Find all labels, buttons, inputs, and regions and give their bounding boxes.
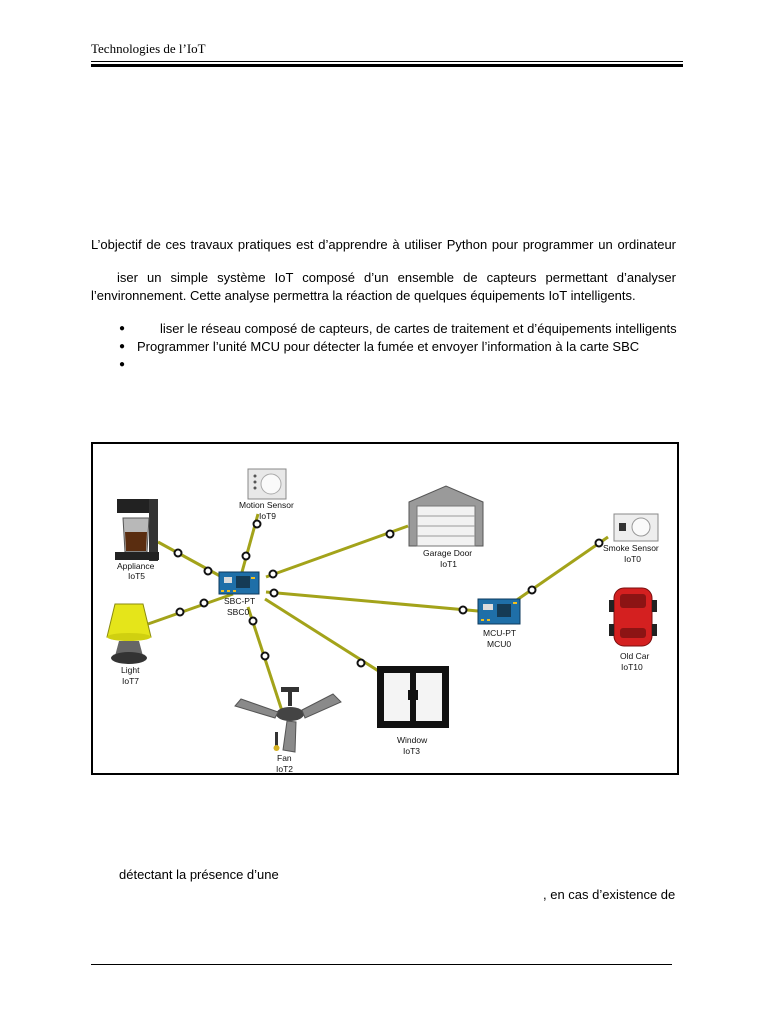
cable-sbc-window bbox=[264, 597, 389, 679]
coffee-machine-icon bbox=[115, 499, 159, 561]
lamp-icon bbox=[106, 603, 152, 664]
fan-name: Fan bbox=[277, 753, 292, 763]
body-text-line: détectant la présence d’une bbox=[119, 867, 279, 882]
header-rule-thick bbox=[91, 64, 683, 67]
sbc-board-icon bbox=[218, 571, 260, 595]
topology-diagram: Motion Sensor IoT9 Appliance IoT5 Garage… bbox=[106, 468, 659, 773]
mcu-name: MCU-PT bbox=[483, 628, 516, 638]
window-name: Window bbox=[397, 735, 428, 745]
window-id: IoT3 bbox=[403, 746, 420, 756]
cable-sbc-mcu bbox=[265, 590, 479, 613]
car-icon bbox=[609, 587, 657, 647]
appliance-id: IoT5 bbox=[128, 571, 145, 581]
sbc-id: SBC0 bbox=[227, 607, 249, 617]
header-title: Technologies de l’IoT bbox=[91, 41, 206, 56]
motion-sensor-name: Motion Sensor bbox=[239, 500, 294, 510]
light-id: IoT7 bbox=[122, 676, 139, 686]
network-topology-figure: Motion Sensor IoT9 Appliance IoT5 Garage… bbox=[91, 442, 679, 775]
sbc-name: SBC-PT bbox=[224, 596, 255, 606]
cable-mcu-smoke bbox=[510, 535, 609, 606]
list-item: ● bbox=[91, 356, 691, 374]
garage-door-id: IoT1 bbox=[440, 559, 457, 569]
intro-line: L’objectif de ces travaux pratiques est … bbox=[91, 237, 676, 252]
header-rule bbox=[91, 61, 683, 62]
window-icon bbox=[377, 666, 449, 728]
light-name: Light bbox=[121, 665, 140, 675]
cable-connectors bbox=[173, 519, 604, 668]
appliance-name: Appliance bbox=[117, 561, 155, 571]
mcu-id: MCU0 bbox=[487, 639, 511, 649]
smoke-sensor-id: IoT0 bbox=[624, 554, 641, 564]
list-item: ● liser le réseau composé de capteurs, d… bbox=[91, 320, 691, 338]
bullet-icon: ● bbox=[119, 359, 126, 370]
smoke-sensor-icon bbox=[613, 513, 659, 542]
garage-door-name: Garage Door bbox=[423, 548, 472, 558]
objectives-list: ● liser le réseau composé de capteurs, d… bbox=[91, 320, 691, 374]
bullet-icon: ● bbox=[119, 323, 126, 334]
cable-light-sbc bbox=[147, 592, 234, 626]
list-item-text: Programmer l’unité MCU pour détecter la … bbox=[137, 339, 640, 354]
garage-door-icon bbox=[408, 485, 484, 547]
fan-id: IoT2 bbox=[276, 764, 293, 773]
motion-sensor-icon bbox=[247, 468, 287, 500]
footer-rule bbox=[91, 964, 672, 965]
old-car-id: IoT10 bbox=[621, 662, 643, 672]
list-item-text: liser le réseau composé de capteurs, de … bbox=[160, 321, 677, 336]
intro-paragraph: iser un simple système IoT composé d’un … bbox=[91, 270, 676, 303]
smoke-sensor-name: Smoke Sensor bbox=[603, 543, 659, 553]
list-item: ● Programmer l’unité MCU pour détecter l… bbox=[91, 338, 691, 356]
bullet-icon: ● bbox=[119, 341, 126, 352]
motion-sensor-id: IoT9 bbox=[259, 511, 276, 521]
old-car-name: Old Car bbox=[620, 651, 649, 661]
mcu-board-icon bbox=[477, 598, 521, 625]
cable-garage-sbc bbox=[265, 524, 409, 579]
ceiling-fan-icon bbox=[234, 687, 342, 753]
body-text-line: , en cas d’existence de bbox=[543, 887, 676, 902]
